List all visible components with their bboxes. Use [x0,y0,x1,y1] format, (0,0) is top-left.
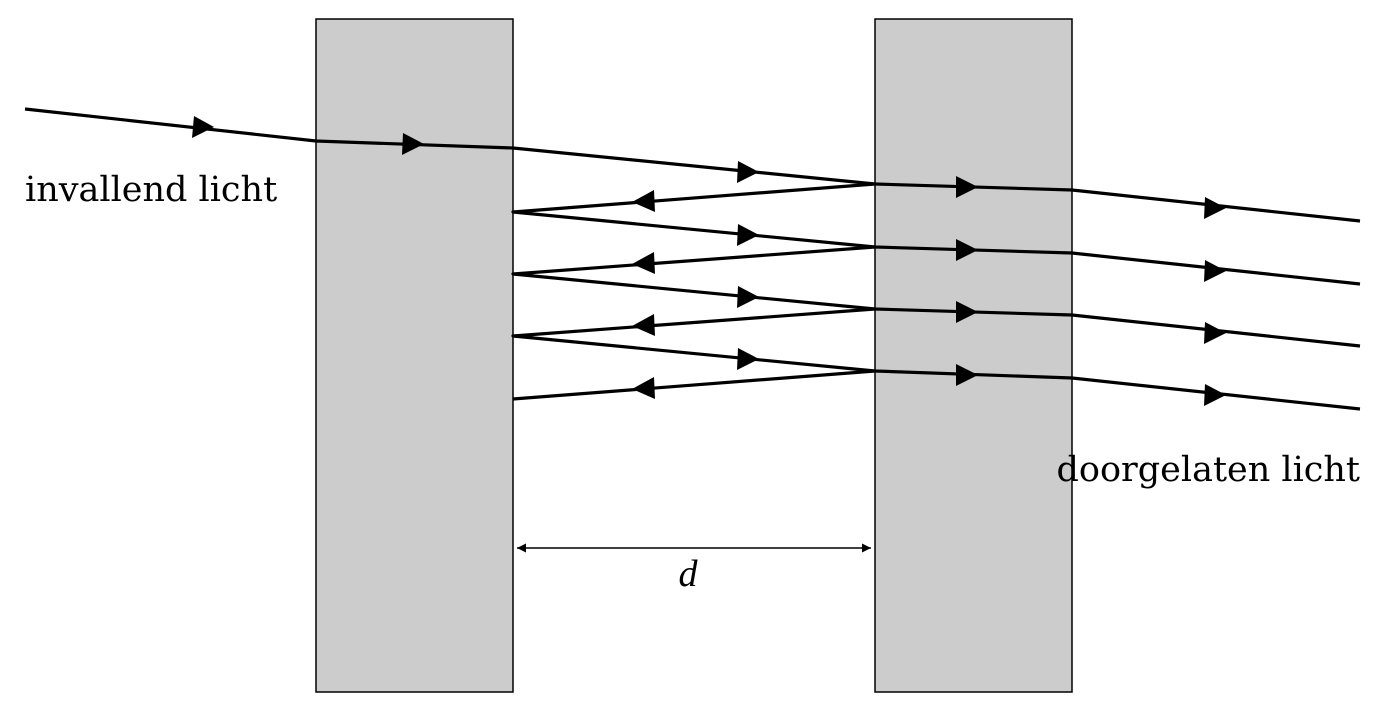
arrow-icon [1204,260,1226,282]
arrow-icon [737,224,759,246]
arrow-icon [956,176,978,198]
arrow-icon [1204,197,1226,219]
arrow-icon [956,301,978,323]
arrow-icon [632,314,655,336]
arrow-icon [737,286,759,308]
arrow-icon [402,133,424,155]
arrow-icon [1204,384,1226,406]
light-rays [24,107,1361,411]
arrow-icon [1204,322,1226,344]
incident-light-label: invallend licht [25,170,277,210]
arrow-icon [192,116,214,138]
arrow-icon [956,239,978,261]
arrow-icon [737,348,759,370]
arrow-icon [737,161,759,183]
arrow-icon [632,377,655,399]
ray-direction-arrows [192,116,1226,406]
transmitted-light-label: doorgelaten licht [1057,450,1361,490]
distance-label: d [679,553,699,595]
arrow-icon [956,364,978,386]
right-plate [874,18,1073,693]
transmitted-ray-1 [874,182,1361,223]
arrow-icon [632,252,655,274]
reflected-ray-4 [512,369,876,401]
arrow-icon [632,190,655,212]
left-plate [315,18,514,693]
